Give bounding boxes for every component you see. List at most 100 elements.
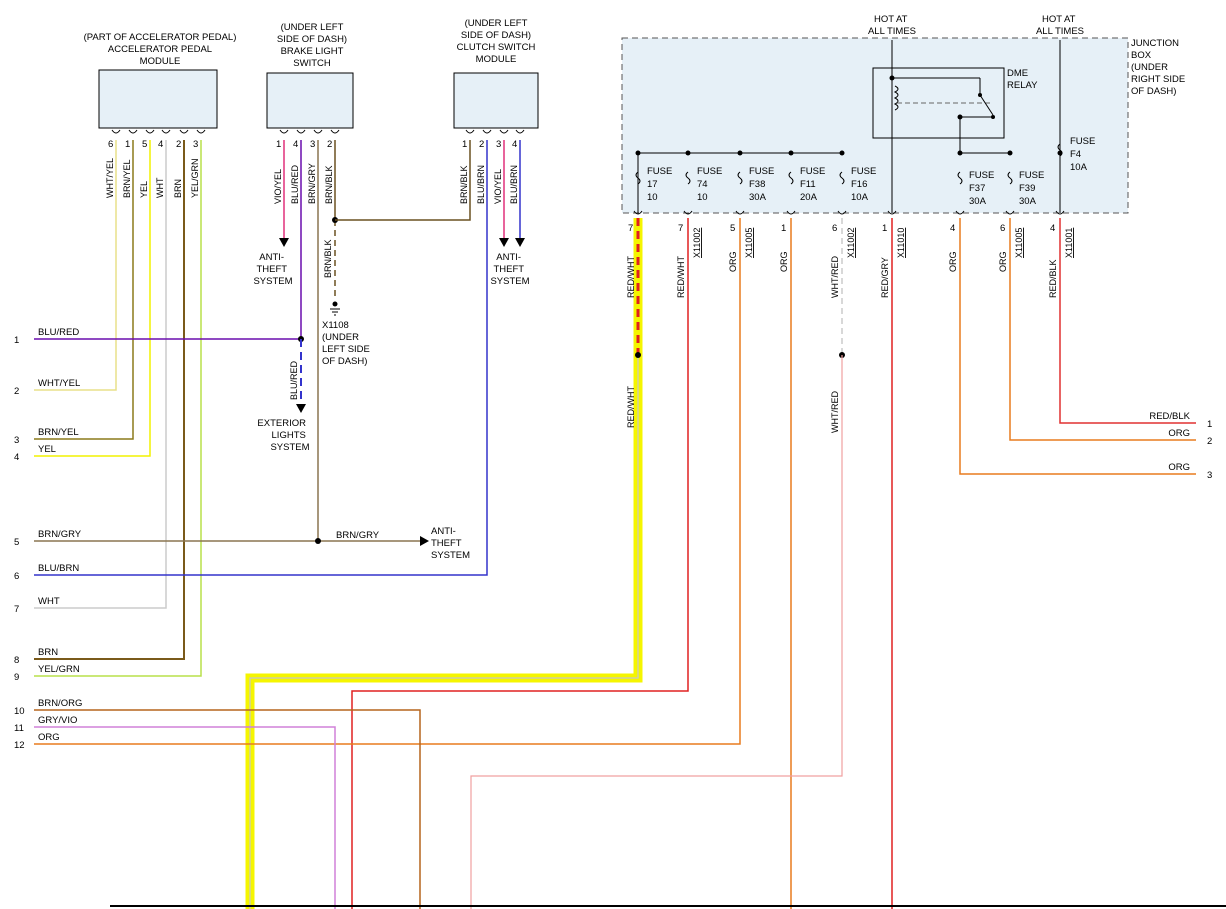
- jb-pin-number: 6: [1000, 223, 1005, 234]
- wire-color-label: VIO/YEL: [493, 169, 503, 204]
- hot-label-1: HOT AT ALL TIMES: [868, 14, 916, 37]
- left-pin-number: 2: [14, 386, 19, 397]
- left-pin-number: 5: [14, 537, 19, 548]
- relay-label: DME RELAY: [1007, 68, 1038, 91]
- pin-number: 3: [310, 139, 315, 150]
- left-wire-label: BLU/RED: [38, 327, 79, 338]
- jb-pin-number: 5: [730, 223, 735, 234]
- jb-wire-label: RED/BLK: [1048, 259, 1058, 298]
- left-wire-label: BRN/ORG: [38, 698, 82, 709]
- dme-relay: DME RELAY: [872, 40, 1038, 213]
- jb-wire-label: ORG: [948, 251, 958, 272]
- jb-connector-id: X11005: [744, 228, 754, 258]
- left-wire-label: GRY/VIO: [38, 715, 77, 726]
- left-connector-pin: 1 BLU/RED: [14, 327, 79, 346]
- pin-number: 4: [512, 139, 517, 150]
- jb-connector-id: X11005: [1014, 228, 1024, 258]
- wire-color-label: BLU/BRN: [476, 165, 486, 204]
- pin-socket: [515, 129, 525, 134]
- pin-socket: [128, 129, 138, 134]
- pin-number: 2: [327, 139, 332, 150]
- jb-wire-label: RED/WHT: [626, 256, 636, 298]
- right-wire-label: ORG: [1168, 428, 1190, 439]
- right-wire-label: ORG: [1168, 462, 1190, 473]
- pin-socket: [196, 129, 206, 134]
- left-pin-number: 8: [14, 655, 19, 666]
- jb-pin-number: 4: [950, 223, 955, 234]
- left-connector-pin: 9 YEL/GRN: [14, 664, 80, 683]
- accel-module: (PART OF ACCELERATOR PEDAL)ACCELERATOR P…: [84, 32, 237, 198]
- jb-wire-label: ORG: [728, 251, 738, 272]
- exterior-lights-label: EXTERIOR LIGHTS SYSTEM: [257, 418, 309, 453]
- pin-number: 1: [125, 139, 130, 150]
- pin-socket: [465, 129, 475, 134]
- jb-pin-number: 7: [678, 223, 683, 234]
- brn-blk-ground-label: BRN/BLK: [323, 239, 333, 278]
- blu-red-down-label: BLU/RED: [289, 360, 299, 400]
- jb-connector-id: X11002: [846, 228, 856, 258]
- left-wire-label: ORG: [38, 732, 60, 743]
- pin-socket: [482, 129, 492, 134]
- junction-box: JUNCTION BOX (UNDER RIGHT SIDE OF DASH) …: [621, 14, 1188, 214]
- right-pin-number: 3: [1207, 470, 1212, 481]
- right-pin-number: 1: [1207, 419, 1212, 430]
- jb-wire-label: RED/GRY: [880, 257, 890, 298]
- jb-wire-label: ORG: [779, 251, 789, 272]
- left-pin-number: 3: [14, 435, 19, 446]
- jb-pin-number: 7: [628, 223, 633, 234]
- left-wire-label: WHT: [38, 596, 60, 607]
- pin-number: 3: [496, 139, 501, 150]
- highlight-path: [245, 218, 643, 909]
- left-pin-number: 6: [14, 571, 19, 582]
- jb-connector-id: X11001: [1064, 228, 1074, 258]
- wire-color-label: BLU/BRN: [509, 165, 519, 204]
- left-connector-pin: 8 BRN: [14, 647, 58, 666]
- wire-color-label: WHT/YEL: [105, 158, 115, 198]
- wire-color-label: BRN/BLK: [459, 165, 469, 204]
- left-pin-number: 1: [14, 335, 19, 346]
- left-pin-number: 9: [14, 672, 19, 683]
- modules: (PART OF ACCELERATOR PEDAL)ACCELERATOR P…: [84, 18, 539, 204]
- left-connector-pin: 2 WHT/YEL: [14, 378, 80, 397]
- left-wire-label: BRN: [38, 647, 58, 658]
- left-wire-label: WHT/YEL: [38, 378, 80, 389]
- left-wire-label: YEL/GRN: [38, 664, 80, 675]
- pin-number: 5: [142, 139, 147, 150]
- junction-box-label: JUNCTION BOX (UNDER RIGHT SIDE OF DASH): [1131, 38, 1188, 97]
- jb-connector-id: X11010: [896, 228, 906, 258]
- wire-color-label: BLU/RED: [290, 164, 300, 204]
- pin-number: 2: [479, 139, 484, 150]
- wire-color-label: VIO/YEL: [273, 169, 283, 204]
- ground-label: X1108 (UNDER LEFT SIDE OF DASH): [322, 320, 373, 367]
- pin-number: 4: [293, 139, 298, 150]
- pin-socket: [161, 129, 171, 134]
